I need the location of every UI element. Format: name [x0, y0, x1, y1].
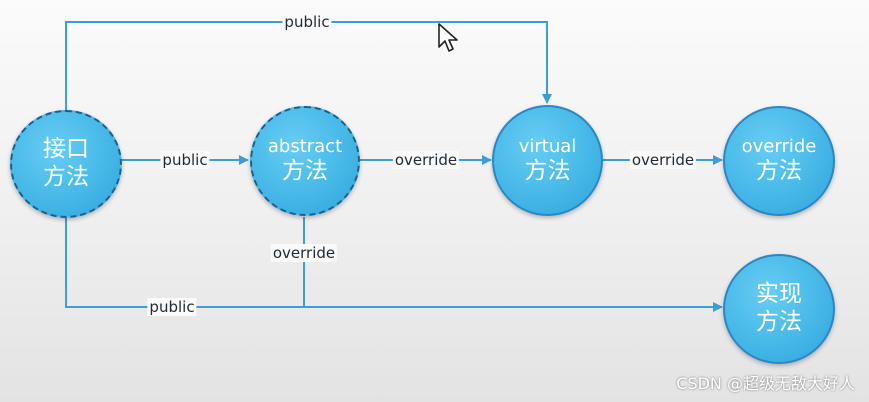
- node-implement-line1: 实现: [756, 281, 802, 308]
- edge-label-public-top: public: [282, 13, 332, 31]
- node-interface-line2: 方法: [43, 164, 89, 190]
- mouse-pointer-icon: [438, 23, 458, 52]
- node-implement-method: 实现 方法: [723, 254, 835, 364]
- node-virtual-line1: virtual: [518, 135, 577, 157]
- edge-interface-to-implement: [65, 218, 723, 312]
- node-override-method: override 方法: [723, 106, 835, 216]
- edge-interface-to-virtual: [65, 21, 552, 115]
- node-virtual-line2: 方法: [524, 157, 571, 184]
- edge-label-public-interface-abstract: public: [160, 151, 210, 169]
- edge-label-override-abstract-implement: override: [270, 244, 338, 262]
- node-abstract-line1: abstract: [267, 136, 343, 158]
- node-implement-line2: 方法: [756, 309, 802, 335]
- node-interface-method: 接口 方法: [10, 110, 122, 218]
- edge-label-override-abstract-virtual: override: [392, 151, 460, 169]
- node-override-line2: 方法: [756, 158, 802, 184]
- node-virtual-method: virtual 方法: [492, 105, 603, 216]
- edge-label-public-bottom: public: [147, 298, 197, 316]
- node-override-line1: override: [741, 136, 817, 158]
- watermark-text: CSDN @超级无敌大好人: [676, 374, 855, 393]
- node-abstract-line2: 方法: [282, 158, 328, 184]
- node-interface-line1: 接口: [43, 136, 89, 163]
- node-abstract-method: abstract 方法: [250, 106, 360, 216]
- edge-label-override-virtual-override: override: [629, 151, 697, 169]
